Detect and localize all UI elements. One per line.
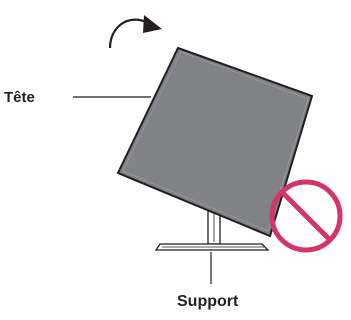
rotation-arrow-icon xyxy=(108,15,162,49)
monitor-head xyxy=(116,46,314,238)
prohibition-icon xyxy=(269,179,343,253)
stand-label: Support xyxy=(177,293,239,310)
stand-base xyxy=(154,243,270,251)
head-label: Tête xyxy=(4,89,35,106)
